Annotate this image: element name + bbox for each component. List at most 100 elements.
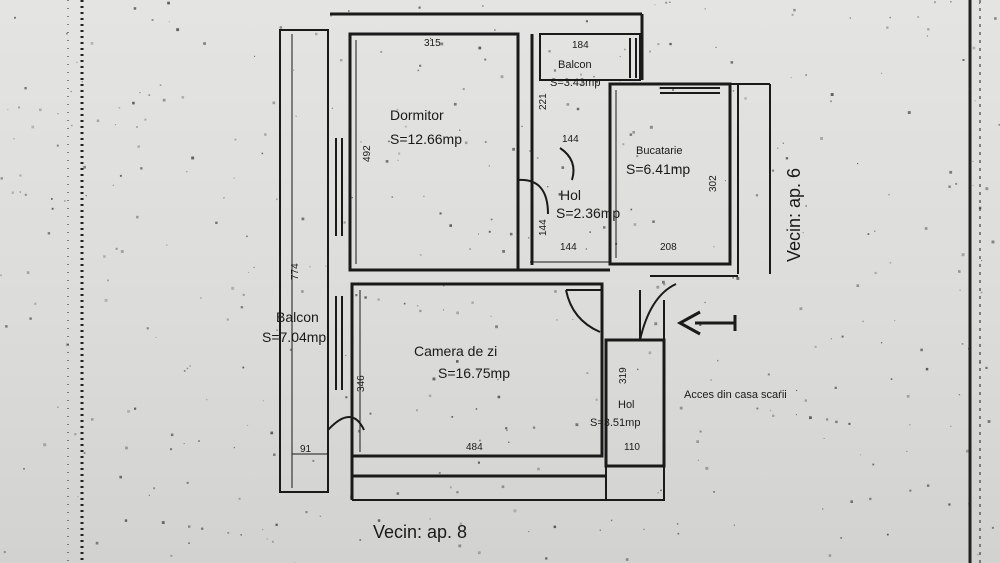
room-name-dormitor: Dormitor — [390, 107, 444, 123]
speckle — [477, 551, 481, 555]
speckle — [835, 420, 838, 424]
speckle — [917, 16, 919, 18]
speckle — [566, 103, 570, 106]
speckle — [223, 197, 225, 199]
speckle — [161, 521, 165, 524]
speckle — [637, 368, 639, 371]
speckle — [151, 19, 154, 21]
room-area-hol-top: S=2.36mp — [556, 205, 620, 221]
speckle — [488, 165, 490, 167]
speckle — [240, 306, 244, 309]
speckle — [676, 523, 679, 525]
speckle — [561, 166, 565, 169]
speckle — [459, 129, 461, 131]
speckle — [275, 523, 278, 526]
speckle — [289, 348, 292, 351]
speckle — [144, 118, 147, 121]
speckle — [828, 554, 832, 557]
speckle — [537, 467, 540, 471]
speckle — [453, 102, 457, 106]
speckle — [134, 407, 137, 410]
speckle — [377, 519, 381, 522]
speckle — [662, 280, 665, 284]
speckle — [262, 400, 264, 402]
speckle — [440, 42, 444, 46]
speckle — [439, 212, 442, 215]
speckle — [985, 187, 989, 191]
speckle — [713, 245, 715, 248]
speckle — [0, 177, 3, 180]
dim-346: 346 — [356, 375, 367, 392]
speckle — [830, 100, 832, 103]
speckle — [47, 232, 51, 235]
speckle — [699, 430, 702, 433]
speckle — [869, 497, 872, 501]
speckle — [5, 325, 8, 328]
room-area-balcon-small: S=3.43mp — [550, 77, 600, 89]
speckle — [359, 539, 362, 541]
speckle — [242, 293, 245, 296]
speckle — [972, 46, 976, 50]
speckle — [148, 94, 151, 96]
speckle — [360, 141, 362, 143]
speckle — [669, 1, 671, 3]
speckle — [416, 305, 419, 307]
speckle — [880, 72, 883, 74]
speckle — [968, 88, 971, 91]
speckle — [167, 1, 170, 5]
dim-110: 110 — [624, 442, 640, 453]
speckle — [906, 395, 910, 398]
speckle — [183, 443, 185, 445]
speckle — [962, 59, 965, 61]
speckle — [482, 5, 484, 7]
speckle — [34, 302, 37, 305]
speckle — [850, 500, 853, 503]
speckle — [95, 541, 99, 545]
speckle — [948, 185, 951, 188]
speckle — [29, 317, 32, 320]
speckle — [18, 106, 20, 109]
speckle — [397, 159, 399, 161]
speckle — [536, 157, 539, 159]
speckle — [19, 191, 21, 193]
speckle — [479, 439, 481, 442]
speckle — [595, 398, 598, 401]
speckle — [497, 378, 499, 381]
speckle — [648, 351, 652, 355]
speckle — [547, 186, 549, 188]
speckle — [170, 448, 173, 451]
speckle — [119, 475, 122, 479]
speckle — [656, 285, 660, 289]
speckle — [417, 69, 420, 72]
speckle — [266, 538, 268, 540]
speckle — [7, 109, 9, 111]
speckle — [771, 169, 775, 172]
speckle — [841, 335, 844, 338]
speckle — [652, 220, 655, 223]
speckle — [200, 297, 202, 299]
speckle — [958, 270, 961, 273]
speckle — [103, 255, 106, 258]
speckle — [398, 152, 401, 155]
speckle — [528, 237, 530, 239]
speckle — [203, 42, 206, 45]
speckle — [419, 254, 422, 256]
speckle — [227, 532, 230, 534]
speckle — [301, 290, 304, 293]
speckle — [206, 398, 208, 401]
speckle — [56, 144, 59, 147]
speckle — [315, 32, 318, 36]
speckle — [886, 26, 889, 29]
speckle — [198, 440, 200, 442]
speckle — [261, 152, 264, 155]
speckle — [782, 142, 784, 144]
speckle — [170, 554, 173, 557]
speckle — [632, 131, 635, 134]
speckle — [51, 207, 54, 210]
speckle — [418, 6, 421, 9]
speckle — [273, 453, 276, 456]
speckle — [396, 492, 400, 495]
speckle — [478, 233, 479, 235]
speckle — [253, 266, 255, 269]
speckle — [859, 454, 861, 456]
